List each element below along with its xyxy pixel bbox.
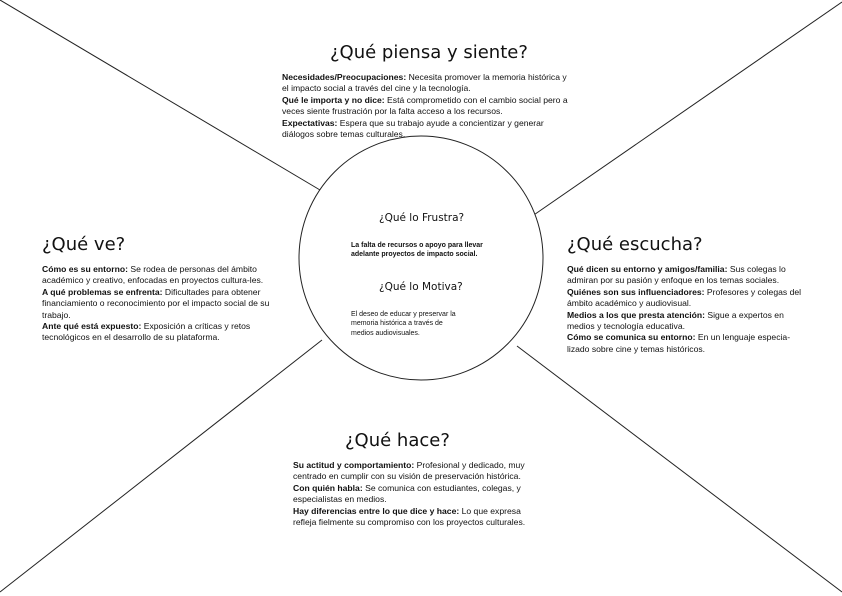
- item-label: Su actitud y comportamiento:: [293, 460, 415, 470]
- item-text: Profesional y dedicado, muy centrado en …: [293, 460, 525, 482]
- think-feel-title: ¿Qué piensa y siente?: [330, 42, 528, 63]
- item-label: Cómo se comunica su entorno:: [567, 332, 696, 343]
- item-label: Cómo es su entorno:: [42, 264, 128, 274]
- item-label: Expectativas:: [282, 117, 338, 128]
- divider-top-left: [0, 0, 321, 191]
- divider-top-right: [527, 1, 842, 220]
- sees-title: ¿Qué ve?: [42, 234, 126, 255]
- item-text: Se rodea de personas del ámbito académic…: [42, 264, 264, 286]
- item-label: Qué le importa y no dice:: [282, 94, 385, 105]
- motivates-text: El deseo de educar y preservar la memori…: [351, 311, 456, 337]
- motivates-title: ¿Qué lo Motiva?: [379, 281, 463, 293]
- item-text: Dificultades para obtener financiamiento…: [42, 286, 270, 320]
- item-label: Necesidades/Preocupaciones:: [282, 72, 407, 82]
- item-text: Está comprometido con el cambio social p…: [282, 94, 568, 117]
- item-label: Qué dicen su entorno y amigos/familia:: [567, 264, 728, 274]
- item-label: Hay diferencias entre lo que dice y hace…: [293, 505, 460, 516]
- divider-bottom-left: [0, 339, 323, 593]
- item-label: Quiénes son sus influenciadores:: [567, 286, 705, 297]
- item-text: Espera que su trabajo ayude a concientiz…: [282, 117, 544, 140]
- does-content: Su actitud y comportamiento: Profesional…: [293, 460, 543, 528]
- item-text: En un lenguaje especia-lizado sobre cine…: [567, 332, 791, 354]
- item-text: Sigue a expertos en medios y tecnología …: [567, 309, 784, 332]
- frustrates-text: La falta de recursos o apoyo para llevar…: [351, 242, 483, 259]
- item-text: Sus colegas lo admiran por su pasión y e…: [567, 264, 786, 286]
- frustrates-title: ¿Qué lo Frustra?: [379, 212, 465, 224]
- item-text: Lo que expresa refleja fielmente su comp…: [293, 505, 526, 528]
- item-label: Ante qué está expuesto:: [42, 321, 142, 332]
- item-label: A qué problemas se enfrenta:: [42, 286, 163, 297]
- item-text: Profesores y colegas del ámbito académic…: [567, 286, 802, 309]
- does-title: ¿Qué hace?: [345, 430, 450, 451]
- hears-content: Qué dicen su entorno y amigos/familia: S…: [567, 264, 812, 355]
- think-feel-content: Necesidades/Preocupaciones: Necesita pro…: [282, 72, 572, 140]
- item-label: Con quién habla:: [293, 482, 363, 493]
- divider-bottom-right: [516, 345, 842, 593]
- sees-content: Cómo es su entorno: Se rodea de personas…: [42, 264, 292, 344]
- item-text: Se comunica con estudiantes, colegas, y …: [293, 482, 521, 505]
- center-circle: [298, 135, 544, 381]
- item-label: Medios a los que presta atención:: [567, 309, 706, 320]
- hears-title: ¿Qué escucha?: [567, 234, 703, 255]
- item-text: Necesita promover la memoria histórica y…: [282, 72, 567, 94]
- item-text: Exposición a críticas y retos tecnológic…: [42, 321, 251, 343]
